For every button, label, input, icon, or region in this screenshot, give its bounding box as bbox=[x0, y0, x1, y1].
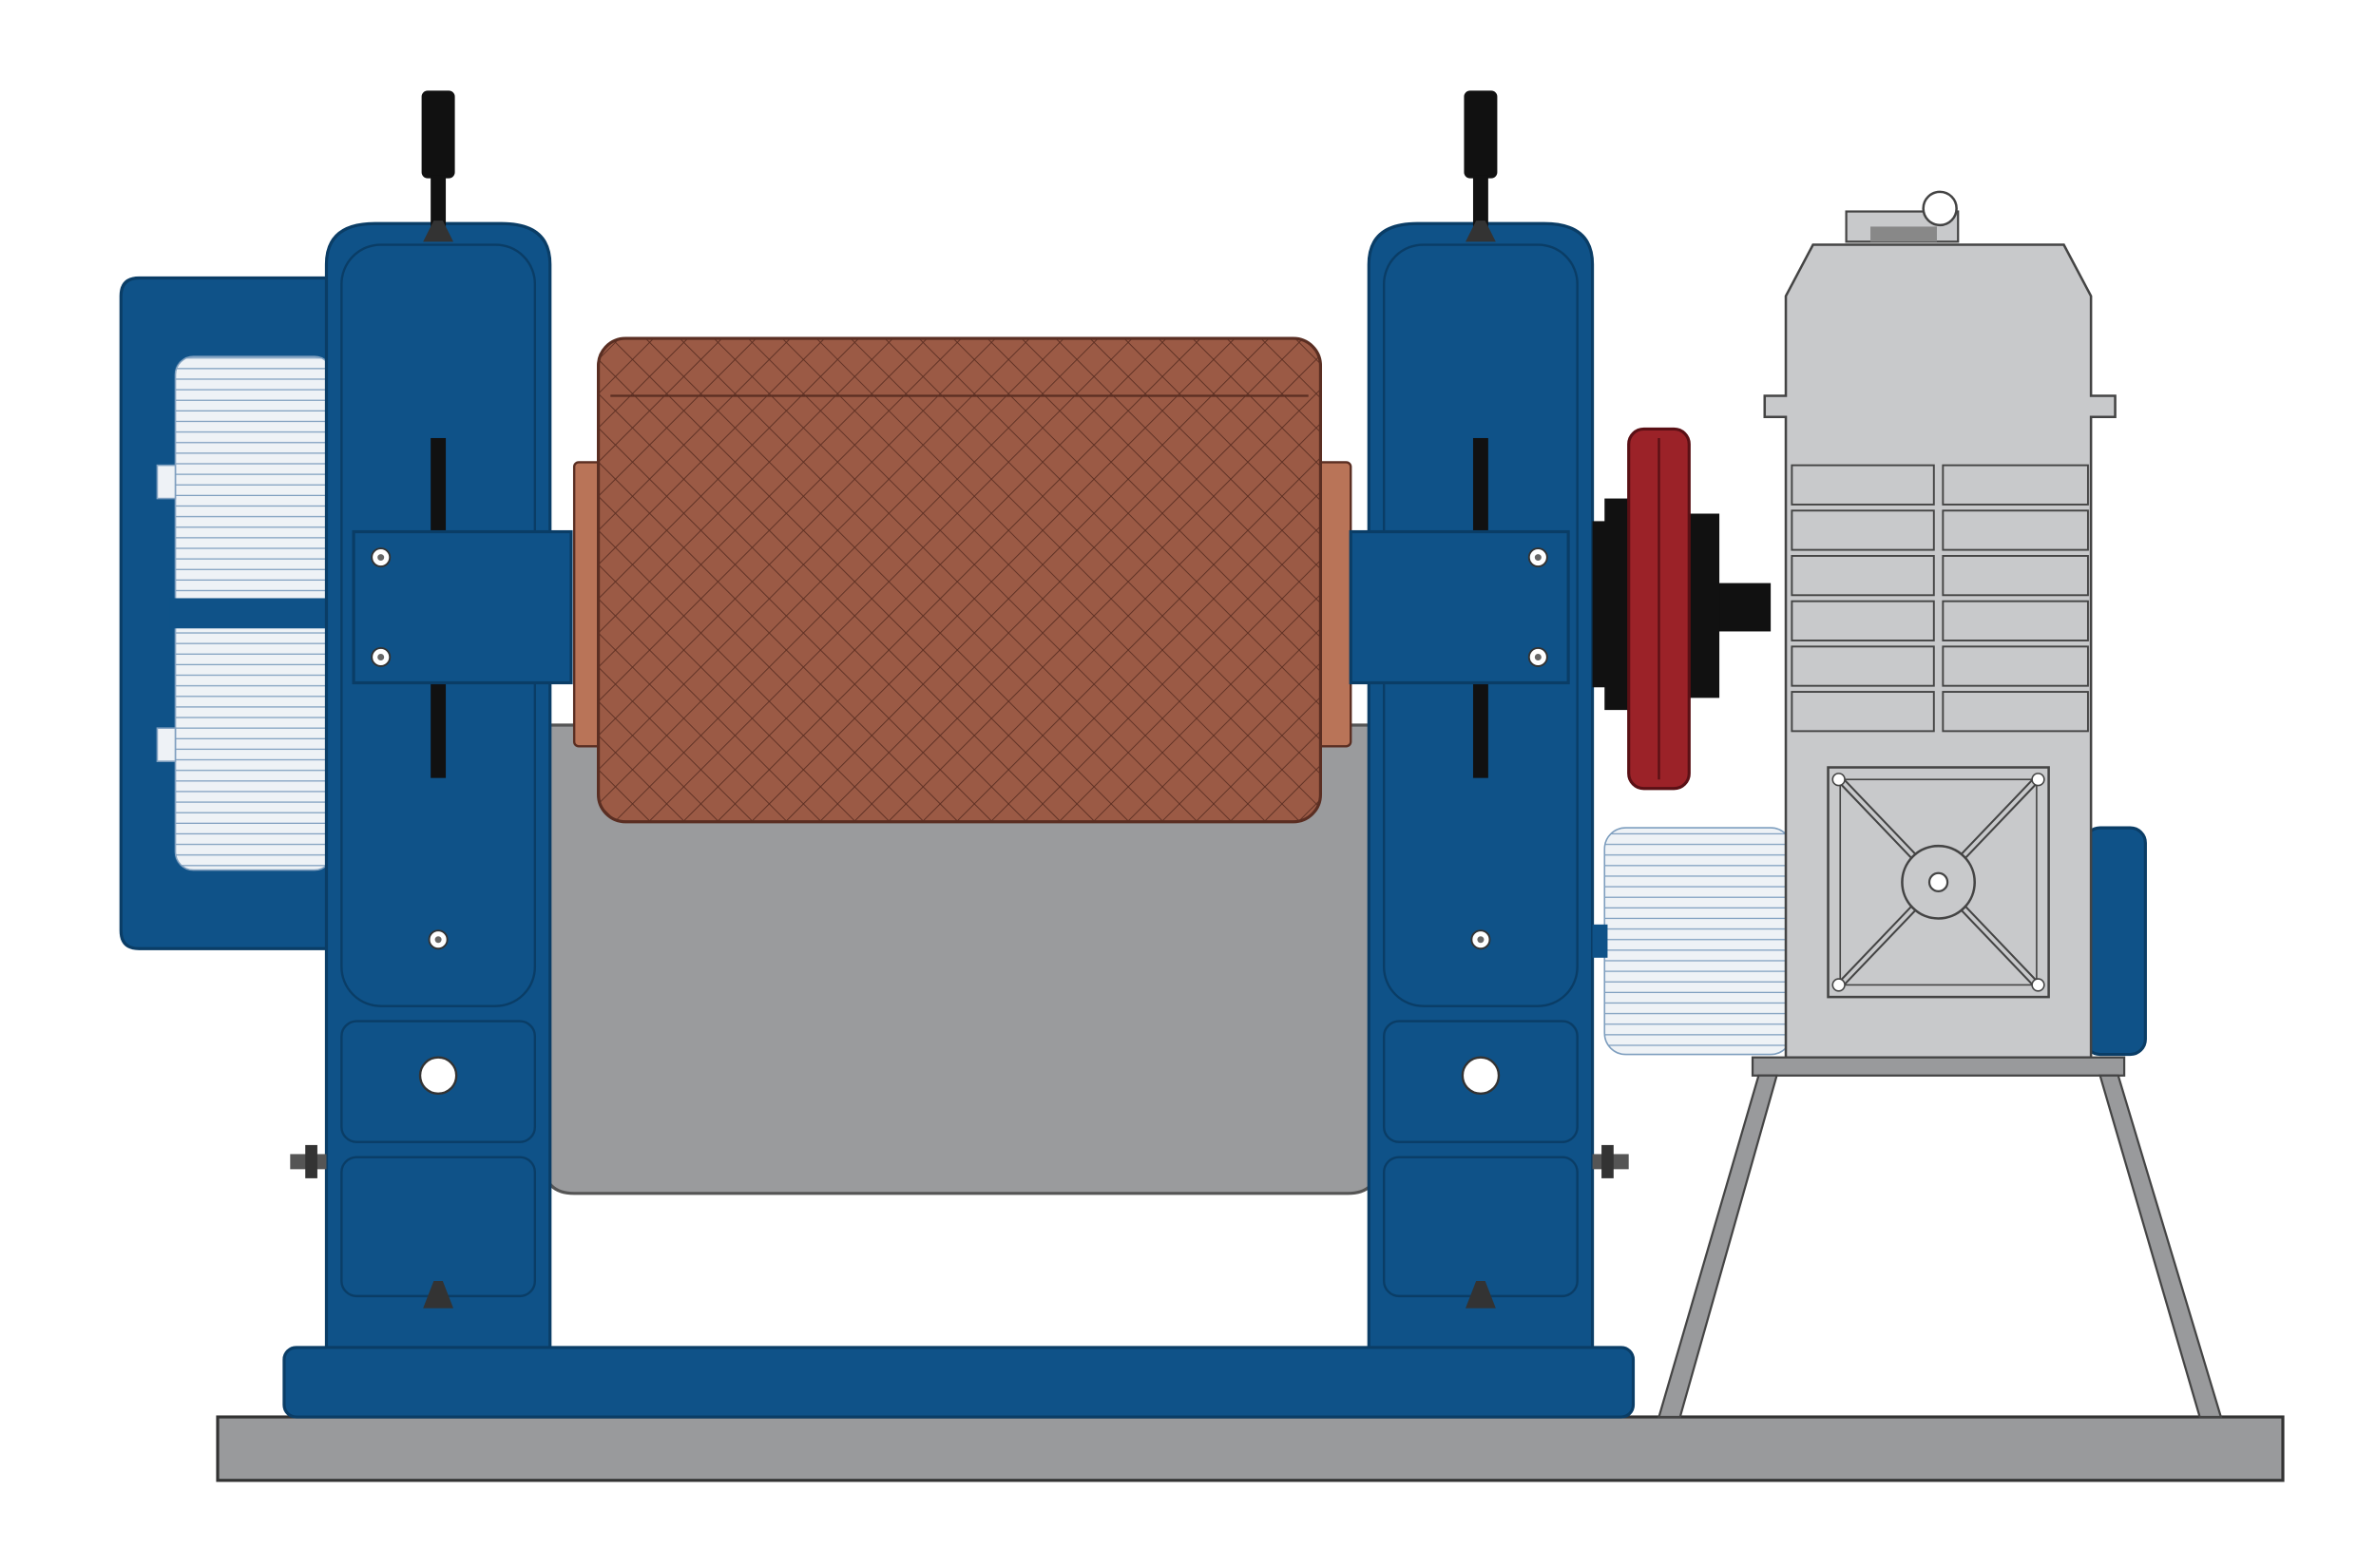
gearbox-vents bbox=[1791, 464, 2089, 733]
base-plate bbox=[216, 1415, 2285, 1482]
gearbox-stand bbox=[1658, 1056, 2223, 1419]
gearbox-cover-plate bbox=[1827, 766, 2050, 999]
right-motor bbox=[1592, 826, 2147, 1057]
knurled-roller bbox=[597, 336, 1323, 824]
right-adjust-handle bbox=[1464, 90, 1498, 179]
gearbox bbox=[1658, 190, 2223, 1419]
right-stand bbox=[1349, 90, 1629, 1349]
roller-shaft-right bbox=[1316, 461, 1352, 748]
left-adjust-handle bbox=[421, 90, 455, 179]
right-motor-fins bbox=[1603, 827, 1793, 1056]
left-motor bbox=[119, 276, 337, 950]
left-stand bbox=[290, 90, 573, 1349]
machine-bed bbox=[282, 1346, 1636, 1419]
drive-coupling bbox=[1592, 427, 1772, 791]
